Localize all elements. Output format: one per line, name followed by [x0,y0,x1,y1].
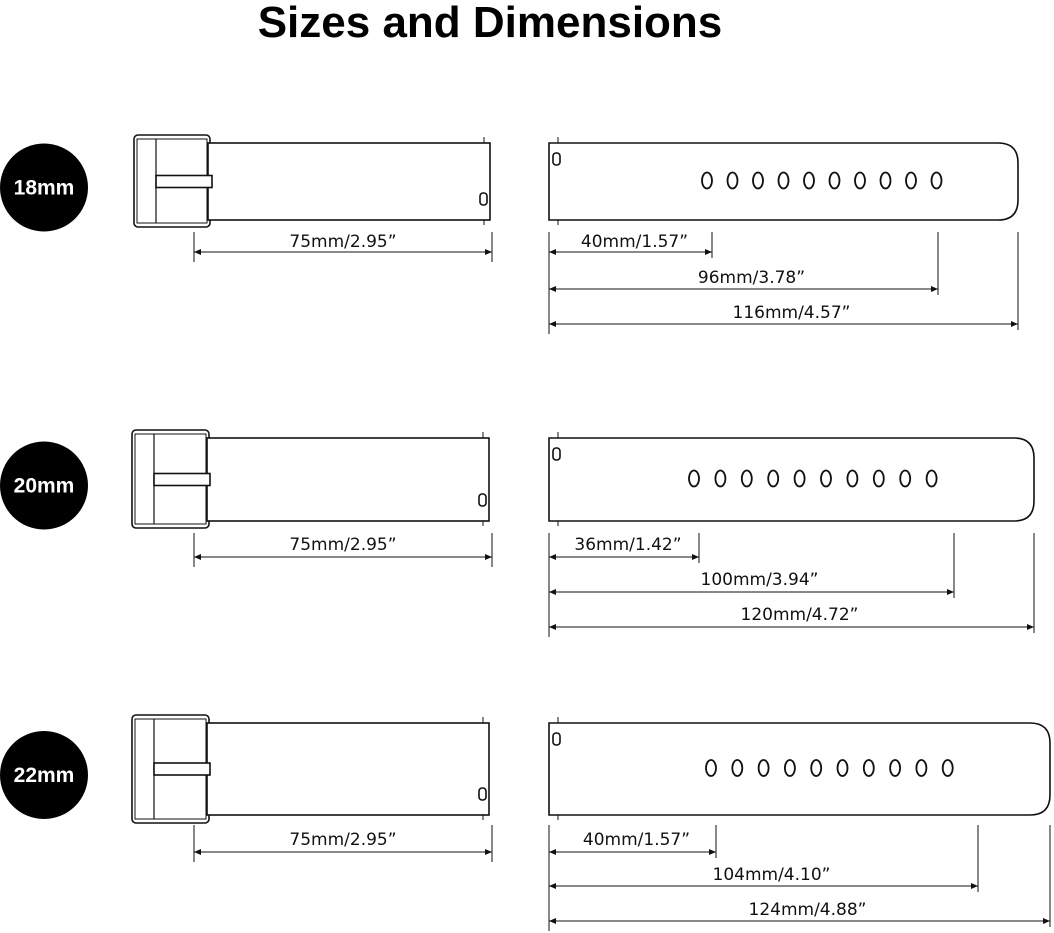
short-strap-body [207,142,491,221]
page-title: Sizes and Dimensions [257,0,723,47]
buckle-tongue [153,762,211,776]
strap-row-18mm: 18mm 75mm/2.95” 40mm/1.57” 96mm/3.78” 116mm/… [0,134,1019,334]
short-strap-dimension-line-arrow-right [485,249,492,255]
strap-hole [828,171,841,190]
quick-release-pin [478,493,487,507]
short-strap-dimension-line-arrow-left [194,249,201,255]
strap-hole [767,469,780,488]
long-strap-length-label: 124mm/4.88” [749,900,867,920]
long-strap-dimension-line-arrow-right [1043,918,1050,924]
long-strap-dimension-line-arrow-right [1027,624,1034,630]
quick-release-pin [478,787,487,801]
strap-hole [941,759,954,777]
long-strap-dimension-line-arrow-right [1011,321,1018,327]
short-strap-length-label: 75mm/2.95” [289,830,396,850]
strap-hole [688,469,700,488]
long-strap-dimension-line-arrow-right [705,249,712,255]
long-strap-dimension-line-arrow-right [971,883,978,889]
long-strap-dimension-line-arrow-left [549,589,556,595]
strap-hole [705,759,717,777]
short-strap-body [206,722,490,816]
long-strap-length-label: 40mm/1.57” [583,830,690,850]
short-strap-body [206,437,490,522]
long-strap-dimension-line-arrow-right [709,849,716,855]
strap-hole [777,171,790,190]
long-strap-dimension-line-arrow-left [549,918,556,924]
short-strap-dimension-line-arrow-left [194,849,201,855]
short-strap-length-label: 75mm/2.95” [289,232,396,252]
long-strap-dimension-line-arrow-left [549,286,556,292]
strap-hole [905,171,917,190]
long-strap-length-label: 40mm/1.57” [581,232,688,252]
strap-hole [701,171,713,190]
size-badge [0,441,88,530]
strap-hole [752,171,764,190]
long-strap-dimension-line-arrow-right [692,554,699,560]
strap-hole [714,469,727,488]
strap-hole [862,759,875,777]
strap-hole [872,469,885,488]
strap-hole [899,469,912,488]
strap-hole [740,469,753,488]
strap-hole [925,469,938,488]
long-strap-length-label: 36mm/1.42” [574,535,681,555]
long-strap-length-label: 100mm/3.94” [701,570,819,590]
long-strap-length-label: 116mm/4.57” [733,303,851,323]
long-strap-body [548,722,1051,816]
short-strap-dimension-line-arrow-right [485,849,492,855]
strap-hole [820,469,832,488]
long-strap-dimension-line-arrow-right [931,286,938,292]
long-strap-dimension-line-arrow-left [549,554,556,560]
size-badge-label: 22mm [14,764,75,787]
short-strap-length-label: 75mm/2.95” [289,535,396,555]
strap-hole [784,759,796,777]
long-strap-dimension-line-arrow-left [549,624,556,630]
strap-hole [930,171,943,190]
size-badge [0,731,88,819]
quick-release-pin [552,447,561,461]
quick-release-pin [479,192,488,206]
strap-hole [854,171,866,190]
strap-row-20mm: 20mm 75mm/2.95” 36mm/1.42” 100mm/3.94” 120mm… [0,429,1035,637]
quick-release-pin [552,152,561,166]
long-strap-length-label: 104mm/4.10” [713,865,831,885]
strap-hole [836,759,849,777]
short-strap-dimension-line-arrow-right [485,554,492,560]
long-strap-length-label: 96mm/3.78” [698,268,805,288]
strap-hole [731,759,744,777]
size-badge [0,143,88,232]
long-strap-dimension-line-arrow-right [947,589,954,595]
long-strap-dimension-line-arrow-left [549,883,556,889]
strap-hole [810,759,823,777]
strap-hole [879,171,892,190]
long-strap-body [548,437,1035,522]
long-strap-dimension-line-arrow-left [549,849,556,855]
size-badge-label: 18mm [14,177,75,200]
strap-hole [757,759,770,777]
quick-release-pin [552,732,561,746]
strap-hole [726,171,739,190]
long-strap-length-label: 120mm/4.72” [741,605,859,625]
strap-hole [793,469,806,488]
strap-hole [889,759,901,777]
size-badge-label: 20mm [14,475,75,498]
strap-hole [915,759,928,777]
buckle-tongue [155,174,213,189]
strap-row-22mm: 22mm 75mm/2.95” 40mm/1.57” 104mm/4.10” 124mm… [0,714,1051,931]
strap-hole [846,469,859,488]
long-strap-body [548,142,1019,221]
strap-hole [803,171,815,190]
short-strap-dimension-line-arrow-left [194,554,201,560]
long-strap-dimension-line-arrow-left [549,321,556,327]
long-strap-dimension-line-arrow-left [549,249,556,255]
buckle-tongue [153,472,211,487]
